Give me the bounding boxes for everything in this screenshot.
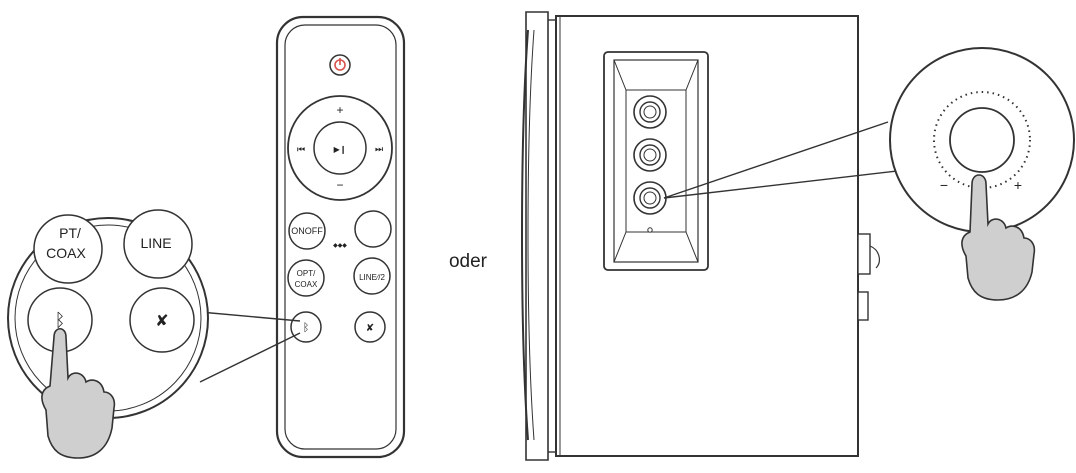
separator-text: oder xyxy=(449,251,488,272)
left-callout-lines xyxy=(199,311,301,383)
volume-minus-label: − xyxy=(940,177,948,193)
nav-ring xyxy=(287,95,393,201)
volume-knob[interactable] xyxy=(633,181,667,215)
pressing-finger-left xyxy=(41,327,116,459)
mute-icon: ✘ xyxy=(366,323,374,334)
right-magnifier: − + xyxy=(889,47,1075,301)
volume-scale-dots xyxy=(933,91,1031,189)
power-button[interactable] xyxy=(329,54,351,76)
magnified-line-label: LINE xyxy=(140,235,171,251)
previous-track-button[interactable]: ⏮ xyxy=(297,144,305,154)
magnified-volume-knob xyxy=(949,107,1015,173)
magnified-opt-label-line2: COAX xyxy=(46,245,86,261)
indicator-led xyxy=(647,227,653,233)
line-button[interactable] xyxy=(353,257,391,295)
opt-label-line2: COAX xyxy=(295,280,318,289)
right-callout-lines xyxy=(663,121,907,199)
line-label: LINE∕/2 xyxy=(359,273,385,282)
magnified-line-button xyxy=(123,209,193,279)
next-track-button[interactable]: ⏭ xyxy=(375,144,383,154)
bluetooth-icon: ᛒ xyxy=(303,322,310,334)
volume-up-button[interactable]: + xyxy=(336,103,343,117)
opt-coax-button[interactable] xyxy=(287,259,325,297)
blank-button[interactable] xyxy=(354,210,392,248)
opt-label-line1: OPT/ xyxy=(297,269,316,278)
volume-down-button[interactable]: − xyxy=(336,178,343,192)
play-pause-button[interactable]: ▶❙ xyxy=(334,145,347,154)
magnified-mute-icon: ✘ xyxy=(155,313,168,330)
panel-knob-middle xyxy=(633,138,667,172)
link-indicator: ◆◆◆ xyxy=(333,243,347,249)
mute-button[interactable] xyxy=(354,311,386,343)
magnified-opt-coax-button xyxy=(33,214,103,284)
onoff-button[interactable] xyxy=(288,212,326,250)
volume-plus-label: + xyxy=(1014,177,1022,193)
onoff-label: ONOFF xyxy=(291,226,323,236)
magnified-mute-button xyxy=(129,287,195,353)
speaker-side-view xyxy=(521,11,880,461)
magnified-opt-label-line1: PT/ xyxy=(59,225,81,241)
left-magnifier: PT/ COAX LINE ᛒ ✘ xyxy=(7,209,209,459)
panel-knob-top xyxy=(633,95,667,129)
magnified-bluetooth-icon: ᛒ xyxy=(55,310,66,330)
remote-control: + − ⏮ ⏭ ▶❙ ONOFF ◆◆◆ OPT/ COAX LINE∕/2 ᛒ… xyxy=(275,15,406,459)
pressing-finger-right xyxy=(961,174,1036,301)
